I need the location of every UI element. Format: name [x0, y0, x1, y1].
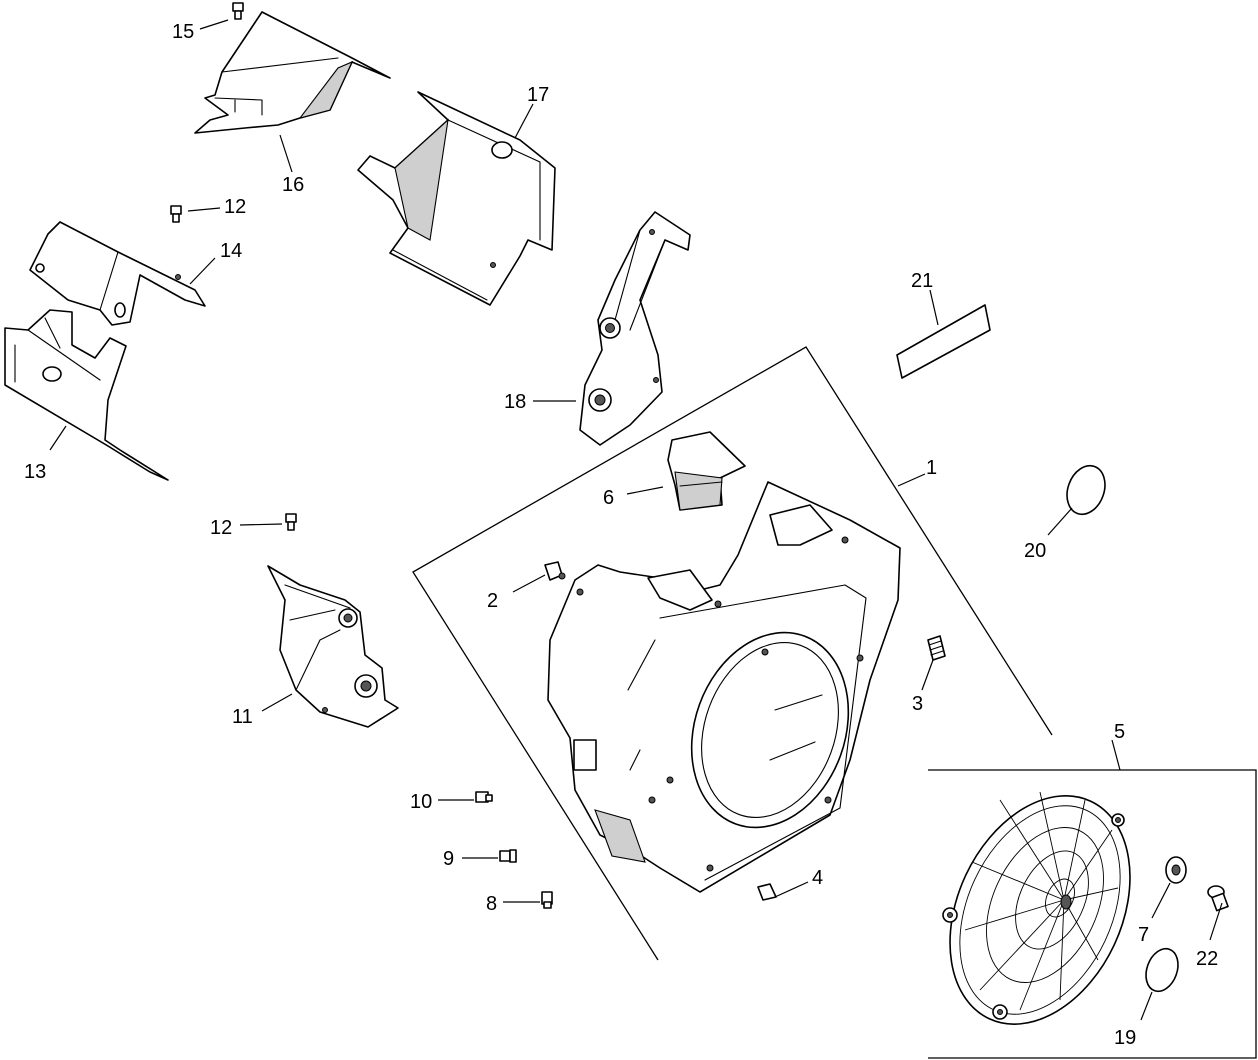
callout-9: 9 — [443, 848, 454, 870]
callout-7: 7 — [1138, 924, 1149, 946]
part-19-plug[interactable] — [1140, 944, 1183, 996]
callout-20: 20 — [1024, 540, 1046, 562]
callout-2: 2 — [487, 590, 498, 612]
callout-1: 1 — [926, 457, 937, 479]
callout-14: 14 — [220, 240, 242, 262]
callout-19: 19 — [1114, 1027, 1136, 1049]
part-5-grille[interactable] — [915, 767, 1165, 1054]
part-6-duct[interactable] — [667, 431, 746, 511]
callout-12-upper: 12 — [224, 196, 246, 218]
part-4-clip[interactable] — [757, 883, 777, 901]
part-2-clip[interactable] — [544, 561, 566, 581]
callout-13: 13 — [24, 461, 46, 483]
callout-labels: 1 2 3 4 5 6 7 8 9 10 11 12 12 13 14 15 1… — [24, 21, 1218, 1049]
part-13-cover[interactable] — [4, 309, 169, 481]
callout-16: 16 — [282, 174, 304, 196]
part-16-deflector[interactable] — [194, 11, 391, 134]
callout-3: 3 — [912, 693, 923, 715]
callout-4: 4 — [812, 867, 823, 889]
callout-18: 18 — [504, 391, 526, 413]
part-7-washer[interactable] — [1165, 856, 1187, 884]
part-1-blower-housing[interactable] — [547, 481, 901, 893]
callout-8: 8 — [486, 893, 497, 915]
part-15-bolt[interactable] — [232, 2, 244, 20]
callout-21: 21 — [911, 270, 933, 292]
assembly-1-frame — [412, 346, 1053, 961]
part-12-bolt-upper[interactable] — [170, 205, 182, 223]
assembly-5-frame — [928, 769, 1257, 1059]
leader-lines — [49, 19, 1223, 1021]
part-22-screw[interactable] — [1207, 885, 1229, 912]
part-12-bolt-lower[interactable] — [285, 513, 297, 531]
callout-22: 22 — [1196, 948, 1218, 970]
part-21-label[interactable] — [896, 304, 991, 379]
part-10-screw[interactable] — [475, 791, 493, 803]
callout-15: 15 — [172, 21, 194, 43]
part-20-plug[interactable] — [1061, 460, 1112, 519]
part-17-shroud[interactable] — [357, 91, 556, 306]
part-18-baffle[interactable] — [579, 211, 691, 446]
callout-17: 17 — [527, 84, 549, 106]
part-14-bracket[interactable] — [29, 221, 206, 326]
callout-10: 10 — [410, 791, 432, 813]
callout-12-lower: 12 — [210, 517, 232, 539]
part-8-screw[interactable] — [541, 891, 553, 909]
callout-6: 6 — [603, 487, 614, 509]
part-3-spring[interactable] — [927, 635, 946, 661]
callout-5: 5 — [1114, 721, 1125, 743]
part-11-baffle[interactable] — [267, 565, 399, 728]
callout-11: 11 — [232, 706, 253, 728]
part-9-screw[interactable] — [499, 849, 517, 863]
